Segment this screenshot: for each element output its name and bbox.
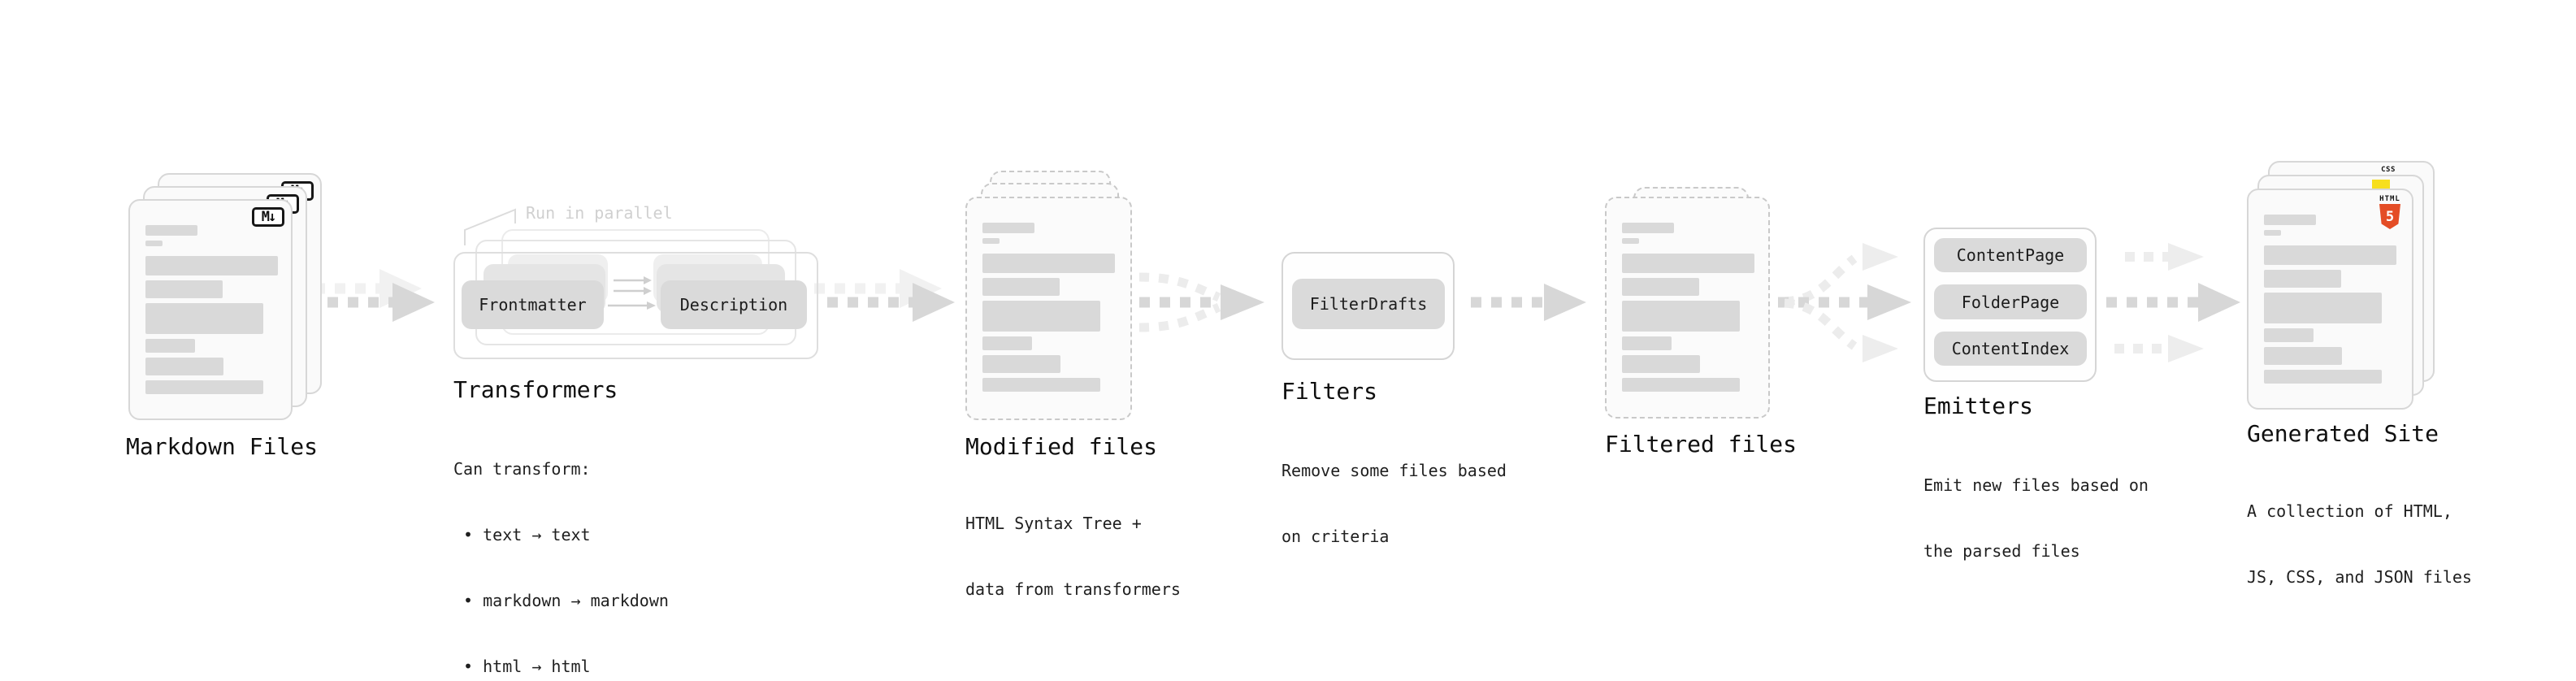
filter-pill-filterdrafts: FilterDrafts — [1292, 279, 1445, 329]
stage-label: Generated Site — [2247, 420, 2439, 447]
stage-description: HTML Syntax Tree + data from transformer… — [965, 469, 1181, 644]
doc-text-line — [1622, 278, 1699, 296]
transformer-pill-frontmatter: Frontmatter — [462, 280, 604, 329]
stage-description: Remove some files based on criteria — [1281, 416, 1507, 592]
arrow-transformers-to-modified — [814, 269, 955, 322]
css-icon-word: CSS — [2381, 166, 2396, 174]
html5-icon-shield: 5 — [2379, 204, 2400, 229]
doc-text-line — [145, 380, 263, 394]
stage-label: Modified files — [965, 433, 1158, 460]
html5-icon: HTML 5 — [2378, 195, 2402, 229]
emitter-pill-contentindex: ContentIndex — [1934, 332, 2087, 366]
doc-text-line — [145, 241, 163, 246]
transformer-pill-description: Description — [661, 280, 807, 329]
fan-in-arrow-modified-to-filters — [1138, 272, 1264, 332]
markdown-icon: M↓ — [252, 207, 284, 227]
doc-text-lines — [130, 201, 291, 394]
filtered-file-doc — [1605, 197, 1770, 419]
doc-text-line — [1622, 238, 1639, 244]
doc-text-line — [2264, 270, 2341, 288]
stage-label: Filtered files — [1605, 431, 1798, 458]
description-line: the parsed files — [1923, 541, 2080, 561]
description-line: A collection of HTML, — [2247, 501, 2452, 521]
generated-file-doc: HTML 5 — [2247, 189, 2413, 410]
description-line: on criteria — [1281, 527, 1390, 546]
doc-text-line — [1622, 254, 1754, 273]
description-line: Can transform: — [453, 459, 591, 479]
fan-out-arrow-filtered-to-emitters — [1778, 243, 1911, 362]
doc-text-line — [1622, 378, 1740, 392]
description-line: Emit new files based on — [1923, 475, 2149, 495]
doc-text-line — [982, 355, 1060, 373]
emitter-pill-contentpage: ContentPage — [1934, 238, 2087, 272]
arrow-filters-to-filtered — [1471, 284, 1586, 321]
doc-text-line — [982, 238, 1000, 244]
description-line: • html → html — [453, 657, 591, 676]
description-line: data from transformers — [965, 579, 1181, 599]
doc-text-line — [2264, 347, 2342, 365]
emitter-pill-folderpage: FolderPage — [1934, 284, 2087, 319]
doc-text-line — [2264, 245, 2396, 265]
doc-text-line — [145, 225, 197, 236]
doc-text-line — [2264, 328, 2314, 342]
doc-text-line — [1622, 223, 1674, 233]
stage-label: Markdown Files — [126, 433, 319, 460]
doc-text-line — [2264, 230, 2281, 236]
doc-text-line — [982, 254, 1115, 273]
description-line: JS, CSS, and JSON files — [2247, 567, 2472, 587]
description-line: • markdown → markdown — [453, 591, 669, 610]
doc-text-line — [982, 378, 1100, 392]
doc-text-line — [145, 256, 278, 275]
doc-text-line — [2264, 215, 2316, 225]
markdown-file-doc: M↓ — [128, 199, 293, 420]
stage-description: A collection of HTML, JS, CSS, and JSON … — [2247, 457, 2472, 632]
doc-text-line — [2264, 370, 2382, 384]
arrows-emitters-to-generated — [2106, 243, 2240, 362]
doc-text-line — [145, 339, 195, 353]
doc-text-line — [1622, 301, 1740, 332]
modified-file-doc — [965, 197, 1132, 420]
doc-text-line — [982, 336, 1032, 350]
js-icon — [2372, 180, 2390, 190]
doc-text-line — [982, 278, 1060, 296]
description-line: HTML Syntax Tree + — [965, 514, 1142, 533]
doc-text-lines — [2249, 190, 2412, 384]
stage-description: Can transform: • text → text • markdown … — [453, 414, 669, 681]
doc-text-line — [145, 303, 263, 334]
stage-label: Filters — [1281, 378, 1378, 405]
stage-label: Emitters — [1923, 393, 2033, 419]
html5-icon-word: HTML — [2379, 195, 2400, 203]
doc-text-line — [982, 223, 1034, 233]
doc-text-line — [982, 301, 1100, 332]
doc-text-line — [145, 280, 223, 298]
stage-label: Transformers — [453, 376, 618, 403]
doc-text-lines — [967, 198, 1130, 392]
stage-description: Emit new files based on the parsed files — [1923, 431, 2149, 606]
doc-text-line — [1622, 355, 1700, 373]
doc-text-line — [2264, 293, 2382, 323]
transformer-layer-box — [453, 252, 818, 359]
doc-text-lines — [1607, 198, 1768, 392]
doc-text-line — [1622, 336, 1672, 350]
description-line: Remove some files based — [1281, 461, 1507, 480]
description-line: • text → text — [453, 525, 591, 544]
doc-text-line — [145, 358, 223, 375]
run-in-parallel-note: Run in parallel — [526, 203, 673, 223]
